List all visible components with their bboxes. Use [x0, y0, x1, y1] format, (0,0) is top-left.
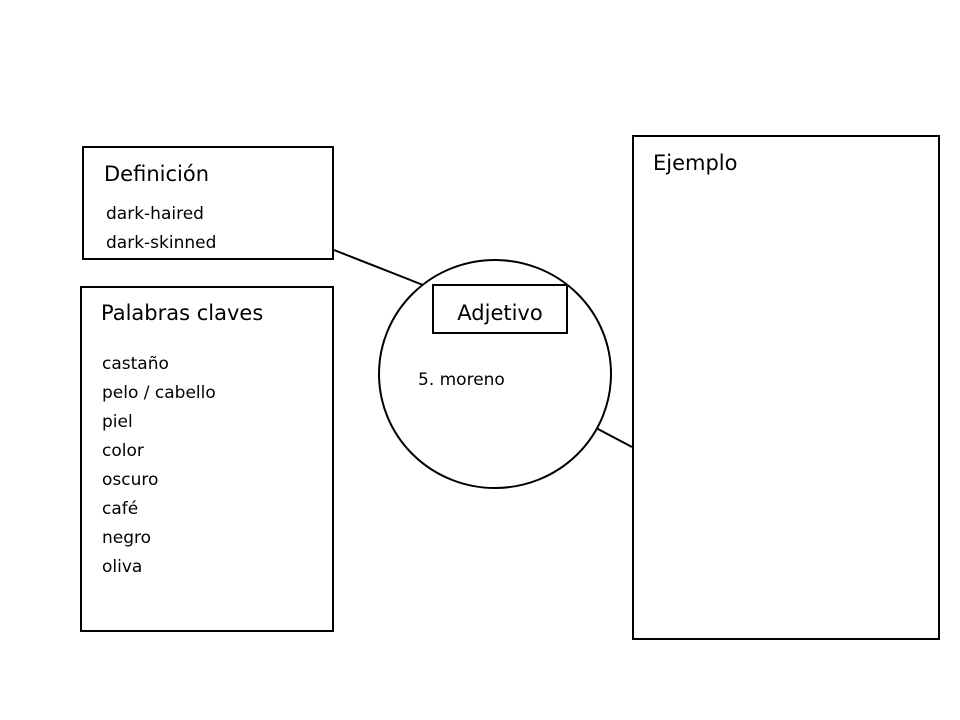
- keyword-item: negro: [102, 528, 152, 548]
- center-word: 5. moreno: [418, 370, 505, 390]
- center-label: Adjetivo: [457, 301, 543, 325]
- keyword-item: oscuro: [102, 470, 159, 490]
- center-label-box: Adjetivo: [432, 284, 568, 334]
- definition-title: Definición: [104, 162, 209, 186]
- keyword-item: piel: [102, 412, 133, 432]
- keywords-box: Palabras claves castaño pelo / cabello p…: [80, 286, 334, 632]
- example-title: Ejemplo: [653, 151, 738, 175]
- keyword-item: oliva: [102, 557, 143, 577]
- keywords-title: Palabras claves: [101, 301, 264, 325]
- keyword-item: color: [102, 441, 144, 461]
- example-box: Ejemplo: [632, 135, 940, 640]
- keyword-item: café: [102, 499, 139, 519]
- keywords-list: castaño pelo / cabello piel color oscuro…: [102, 350, 216, 582]
- definition-box: Definición dark-haired dark-skinned: [82, 146, 334, 260]
- connector-center-to-example: [595, 427, 633, 448]
- definition-item: dark-skinned: [106, 233, 217, 253]
- definition-item: dark-haired: [106, 204, 204, 224]
- keyword-item: castaño: [102, 354, 169, 374]
- definition-list: dark-haired dark-skinned: [106, 200, 216, 258]
- connector-definition-to-center: [333, 249, 424, 286]
- keyword-item: pelo / cabello: [102, 383, 216, 403]
